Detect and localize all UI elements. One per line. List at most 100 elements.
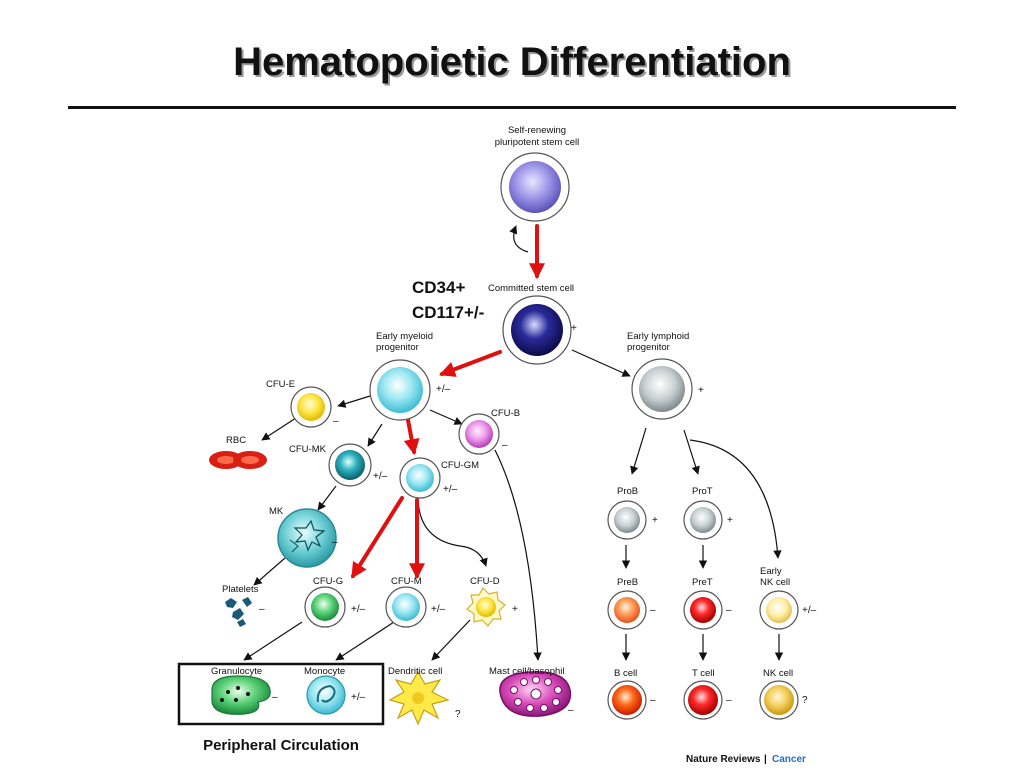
- myeloid-label-line2: progenitor: [376, 342, 419, 353]
- arrow-cfu-g-to-granulocyte: [243, 621, 303, 661]
- arrow-myeloid-to-cfu-mk: [367, 423, 383, 447]
- expression-signs: + +/– + – – +/– +/– – – +/– +/– + – +/– …: [259, 323, 817, 720]
- stem-label-line1: Self-renewing: [508, 125, 566, 136]
- lymphoid-label-line2: progenitor: [627, 342, 670, 353]
- sign-cfu-b: –: [502, 440, 508, 451]
- nk-cell-label: NK cell: [763, 668, 793, 679]
- sign-preb: –: [650, 605, 656, 616]
- prot-cell: [683, 500, 723, 540]
- cfu-e-label: CFU-E: [266, 379, 295, 390]
- rbc-cells: [209, 451, 267, 469]
- platelet-cluster: [225, 597, 252, 627]
- sign-myeloid: +/–: [436, 384, 451, 395]
- sign-pret: –: [726, 605, 732, 616]
- mast-cell: [499, 671, 572, 717]
- sign-prob: +: [652, 515, 658, 526]
- prot-label: ProT: [692, 486, 713, 497]
- cfu-d-label: CFU-D: [470, 576, 500, 587]
- t-cell: [683, 680, 723, 720]
- credit-line: Nature Reviews | Cancer: [686, 754, 806, 765]
- credit-journal: Nature Reviews: [686, 754, 761, 765]
- monocyte-label: Monocyte: [304, 666, 345, 677]
- sign-b-cell: –: [650, 695, 656, 706]
- stem-cell: [500, 152, 570, 222]
- pret-label: PreT: [692, 577, 713, 588]
- dendritic-cell: [388, 670, 450, 726]
- preb-label: PreB: [617, 577, 638, 588]
- red-arrow-cfu-gm-to-cfu-g: [351, 496, 404, 579]
- peripheral-circulation-box: [177, 662, 385, 726]
- peripheral-circulation-label: Peripheral Circulation: [203, 737, 359, 754]
- sign-t-cell: –: [726, 695, 732, 706]
- myeloid-label-line1: Early myeloid: [376, 331, 433, 342]
- early-nk-label-line1: Early: [760, 566, 782, 577]
- t-cell-label: T cell: [692, 668, 715, 679]
- title-divider: [68, 106, 956, 109]
- cfu-m-cell: [385, 586, 427, 628]
- sign-platelets: –: [259, 604, 265, 615]
- arrow-cfu-e-to-rbc: [261, 417, 297, 441]
- cfu-e-cell: [290, 386, 332, 428]
- cfu-m-label: CFU-M: [391, 576, 422, 587]
- granulocyte-label: Granulocyte: [211, 666, 262, 677]
- lymphoid-label-line1: Early lymphoid: [627, 331, 689, 342]
- connector-arrows: [243, 225, 784, 661]
- sign-lymphoid: +: [698, 385, 704, 396]
- b-cell: [607, 680, 647, 720]
- rbc-label: RBC: [226, 435, 246, 446]
- sign-early-nk: +/–: [802, 605, 817, 616]
- mast-label: Mast cell/basophil: [489, 666, 565, 677]
- page-title: Hematopoietic Differentiation: [233, 40, 791, 84]
- arrow-cfu-m-to-monocyte: [335, 621, 395, 661]
- arrow-cfu-gm-to-cfu-d: [417, 499, 488, 567]
- arrow-cfu-mk-to-mk: [317, 485, 337, 511]
- nk-cell: [759, 680, 799, 720]
- sign-prot: +: [727, 515, 733, 526]
- cfu-gm-label: CFU-GM: [441, 460, 479, 471]
- committed-stem-cell: [502, 295, 572, 365]
- sign-cfu-g: +/–: [351, 604, 366, 615]
- sign-mast: –: [568, 705, 574, 716]
- cfu-g-label: CFU-G: [313, 576, 343, 587]
- preb-cell: [607, 590, 647, 630]
- red-arrow-committed-to-myeloid: [439, 350, 502, 377]
- sign-mk: –: [332, 537, 338, 548]
- cfu-mk-label: CFU-MK: [289, 444, 327, 455]
- prob-cell: [607, 500, 647, 540]
- mk-label: MK: [269, 506, 284, 517]
- early-myeloid-progenitor-cell: [369, 359, 431, 421]
- cfu-mk-cell: [328, 443, 372, 487]
- granulocyte-cell: [211, 675, 271, 715]
- sign-committed: +: [571, 323, 577, 334]
- sign-dendritic: ?: [455, 709, 461, 720]
- arrow-lymphoid-to-early-nk: [689, 439, 782, 559]
- sign-cfu-gm: +/–: [443, 484, 458, 495]
- early-nk-cell: [759, 590, 799, 630]
- self-renewal-arrow: [509, 225, 529, 253]
- platelets-label: Platelets: [222, 584, 259, 595]
- sign-cfu-m: +/–: [431, 604, 446, 615]
- sign-cfu-e: –: [333, 416, 339, 427]
- arrow-myeloid-to-cfu-b: [429, 409, 463, 425]
- stem-label-line2: pluripotent stem cell: [495, 137, 579, 148]
- arrow-committed-to-lymphoid: [571, 349, 631, 377]
- cfu-b-cell: [458, 413, 500, 455]
- marker-cd117: CD117+/-: [412, 303, 484, 322]
- highlighted-arrows: [351, 224, 545, 580]
- cfu-g-cell: [304, 586, 346, 628]
- sign-cfu-mk: +/–: [373, 471, 388, 482]
- b-cell-label: B cell: [614, 668, 637, 679]
- arrow-mk-to-platelets: [253, 557, 286, 586]
- credit-section: Cancer: [772, 754, 806, 765]
- cell-labels: Self-renewing pluripotent stem cell Comm…: [211, 125, 793, 679]
- sign-granulocyte: –: [272, 692, 278, 703]
- cfu-d-cell: [466, 587, 506, 627]
- committed-label: Committed stem cell: [488, 283, 574, 294]
- pret-cell: [683, 590, 723, 630]
- arrow-lymphoid-to-prob: [630, 427, 647, 475]
- red-arrow-myeloid-to-cfu-gm: [403, 418, 420, 456]
- sign-monocyte: +/–: [351, 692, 366, 703]
- early-lymphoid-progenitor-cell: [631, 358, 693, 420]
- arrow-cfu-b-to-mast: [494, 449, 542, 661]
- credit-separator: |: [764, 754, 767, 765]
